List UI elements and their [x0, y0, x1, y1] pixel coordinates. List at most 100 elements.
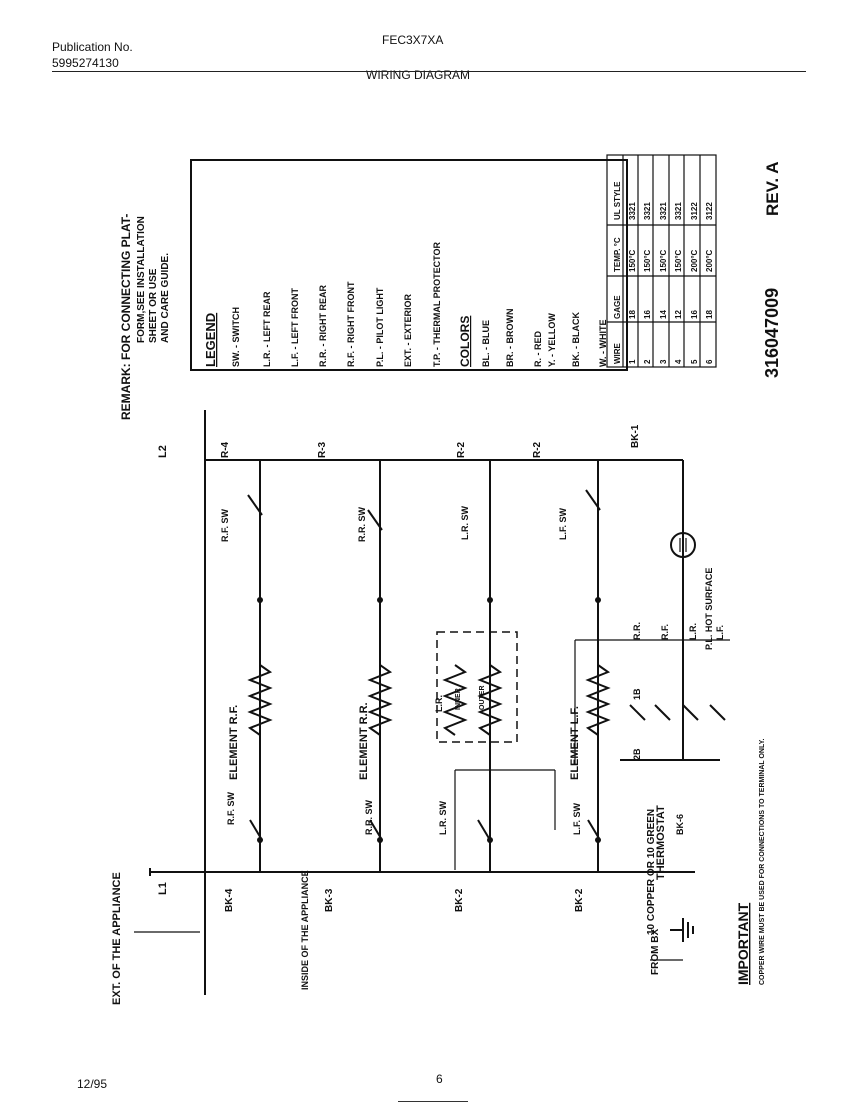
color-item: W. - WHITE	[598, 320, 608, 368]
table-cell: 16	[643, 310, 652, 319]
remark-block: REMARK: FOR CONNECTING PLAT- FORM,SEE IN…	[119, 214, 171, 420]
switch-label-rf-bottom: R.F. SW	[226, 791, 236, 825]
inside-label: INSIDE OF THE APPLIANCE	[300, 870, 310, 990]
table-cell: 5	[690, 359, 699, 364]
legend-title: LEGEND	[203, 313, 218, 367]
table-cell: 16	[690, 310, 699, 319]
color-item: BK. - BLACK	[571, 312, 581, 367]
table-cell: 3321	[659, 202, 668, 220]
element-rf-coil	[247, 664, 273, 736]
ground-symbol	[650, 918, 694, 961]
wire-label: BK-2	[454, 888, 465, 912]
wire-label: R-4	[220, 441, 231, 458]
legend-item: T.P. - THERMAL PROTECTOR	[432, 241, 442, 367]
legend-box: LEGEND SW. - SWITCH L.R. - LEFT REAR L.F…	[190, 154, 717, 371]
thermo-lead: R.F.	[660, 624, 670, 640]
important-text: COPPER WIRE MUST BE USED FOR CONNECTIONS…	[759, 738, 766, 985]
legend-item: P.L. - PILOT LIGHT	[375, 287, 385, 367]
switch-label-rf: R.F. SW	[220, 508, 230, 542]
color-item: R. - RED	[533, 330, 543, 367]
table-cell: 150°C	[659, 249, 668, 272]
legend-item: R.F. - RIGHT FRONT	[346, 281, 356, 367]
thermostat-wire: BK-6	[675, 814, 685, 835]
from-bx-label: FROM BX	[650, 929, 661, 975]
ext-label: EXT. OF THE APPLIANCE	[111, 872, 123, 1005]
important-title: IMPORTANT	[735, 902, 751, 985]
table-cell: 12	[674, 310, 683, 319]
switch-contacts	[247, 489, 726, 843]
legend-item: EXT. - EXTERIOR	[403, 293, 413, 367]
legend-item: L.R. - LEFT REAR	[262, 291, 272, 367]
switch-label-lf-bottom: L.F. SW	[572, 802, 582, 835]
page-number: 6	[436, 1072, 443, 1086]
model-number: FEC3X7XA	[382, 33, 444, 47]
table-cell: 3	[659, 359, 668, 364]
l1-rail-label: L1	[157, 882, 169, 895]
table-header: WIRE	[613, 342, 622, 364]
color-item: Y. - YELLOW	[547, 313, 557, 367]
publication-number: 5995274130	[52, 56, 119, 70]
remark-line-4: AND CARE GUIDE.	[160, 253, 171, 343]
element-label-rr: ELEMENT R.R.	[358, 702, 370, 780]
thermo-lead: L.F.	[715, 625, 725, 640]
table-cell: 150°C	[628, 249, 637, 272]
wire-labels: BK-4 BK-3 BK-2 BK-2 R-4 R-3 R-2 R-2 BK-1…	[220, 424, 766, 985]
color-item: BL. - BLUE	[481, 320, 491, 367]
remark-line-2: FORM,SEE INSTALLATION	[136, 216, 147, 343]
switch-label-rr: R.R. SW	[357, 506, 367, 542]
thermo-term: 1B	[632, 688, 642, 700]
table-cell: 3321	[643, 202, 652, 220]
thermo-lead: R.R.	[632, 622, 642, 640]
table-cell: 200°C	[705, 249, 714, 272]
switch-label-lr: L.R. SW	[460, 505, 470, 540]
element-label-lf: ELEMENT L.F.	[569, 706, 581, 780]
wire-label: BK-4	[224, 888, 235, 912]
heating-elements	[247, 631, 611, 743]
pilot-light: P.L. HOT SURFACE	[670, 532, 714, 650]
colors-title: COLORS	[458, 316, 472, 367]
table-cell: 1	[628, 359, 637, 364]
table-cell: 14	[659, 310, 668, 319]
element-rr-coil	[367, 664, 393, 736]
thermo-lead: L.R.	[688, 623, 698, 640]
table-cell: 3321	[674, 202, 683, 220]
table-cell: 150°C	[674, 249, 683, 272]
ground-label: 10 COPPER OR 10 GREEN	[646, 809, 657, 935]
wire-label: BK-2	[574, 888, 585, 912]
table-header: TEMP. °C	[613, 237, 622, 272]
rails: L2 L1 EXT. OF THE APPLIANCE INSIDE OF TH…	[111, 410, 695, 1005]
switch-label-rr-bottom: R.R. SW	[364, 799, 374, 835]
lr-label: L.R.	[434, 695, 444, 712]
table-cell: 150°C	[643, 249, 652, 272]
thermostat-label: THERMOSTAT	[655, 805, 667, 880]
wire-label: R-2	[532, 441, 543, 458]
lr-inner-label: INNER	[455, 688, 462, 710]
table-cell: 18	[705, 310, 714, 319]
legend-item: R.R. - RIGHT REAR	[318, 285, 328, 367]
wire-table: WIRE GAGE TEMP. °C UL STYLE	[606, 154, 717, 368]
revision: REV. A	[763, 162, 782, 217]
wire-label: R-3	[317, 441, 328, 458]
legend-item: SW. - SWITCH	[231, 307, 241, 367]
wire-label: BK-1	[630, 424, 641, 448]
table-cell: 3122	[690, 202, 699, 220]
part-number: 316047009	[762, 288, 782, 378]
remark-line-3: SHEET OR USE	[148, 268, 159, 343]
switch-label-lf: L.F. SW	[558, 507, 568, 540]
element-lf-coil	[585, 664, 611, 736]
color-item: BR. - BROWN	[505, 309, 515, 368]
publication-label: Publication No.	[52, 40, 133, 54]
wire-label: BK-3	[324, 888, 335, 912]
table-header: GAGE	[613, 295, 622, 319]
lr-outer-label: OUTER	[479, 686, 486, 711]
table-cell: 3122	[705, 202, 714, 220]
table-cell: 2	[643, 359, 652, 364]
table-cell: 200°C	[690, 249, 699, 272]
header-rule	[52, 71, 806, 72]
legend-item: L.F. - LEFT FRONT	[290, 288, 300, 367]
pilot-label: P.L. HOT SURFACE	[704, 568, 714, 650]
table-cell: 3321	[628, 202, 637, 220]
element-lr-inner-coil	[442, 664, 468, 736]
element-lr-outer-coil	[477, 664, 503, 736]
l2-rail-label: L2	[157, 445, 169, 458]
